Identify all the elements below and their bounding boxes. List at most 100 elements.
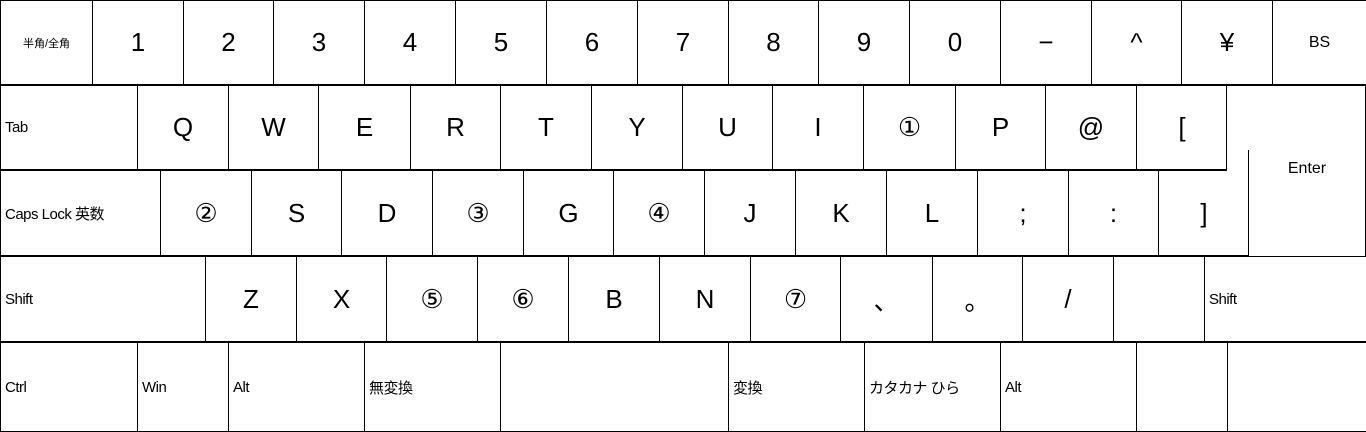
key-label: 9 (856, 27, 872, 57)
key-circled-2[interactable]: ② (160, 170, 252, 256)
key-circled-1[interactable]: ① (863, 85, 956, 170)
key-label: Ctrl (5, 378, 27, 396)
key-shift[interactable]: Shift (0, 256, 206, 342)
key-label: ⑤ (420, 283, 444, 314)
enter-key-label: Enter (1287, 160, 1327, 177)
key-semicolon[interactable]: ; (977, 170, 1069, 256)
key-label: G (558, 197, 579, 228)
key-label: Tab (5, 119, 28, 136)
key-label: 5 (493, 27, 509, 57)
key-4[interactable]: 4 (364, 0, 456, 85)
key-hankaku-zenkaku[interactable]: 半角/全角 (0, 0, 93, 85)
key-caret[interactable]: ^ (1091, 0, 1182, 85)
key-minus[interactable]: − (1000, 0, 1092, 85)
key-slash[interactable]: / (1022, 256, 1114, 342)
key-circled-3[interactable]: ③ (432, 170, 524, 256)
key-alt[interactable]: Alt (1000, 342, 1137, 432)
key-q[interactable]: Q (137, 85, 229, 170)
key-colon[interactable]: : (1068, 170, 1159, 256)
key-period[interactable]: 。 (932, 256, 1023, 342)
key-2[interactable]: 2 (183, 0, 274, 85)
key-label: 6 (584, 27, 600, 57)
key-label: I (814, 112, 822, 142)
key-left-bracket[interactable]: [ (1136, 85, 1228, 170)
key-label: U (718, 112, 737, 142)
key-r[interactable]: R (410, 85, 501, 170)
key-comma[interactable]: 、 (840, 256, 933, 342)
key-7[interactable]: 7 (637, 0, 729, 85)
key-at[interactable]: @ (1045, 85, 1137, 170)
key-label: K (832, 197, 850, 228)
key-label: Caps Lock 英数 (5, 205, 105, 223)
key-circled-7[interactable]: ⑦ (750, 256, 841, 342)
key-label: 2 (221, 27, 236, 57)
enter-key-lower[interactable]: Enter (1248, 150, 1366, 257)
key-label: T (538, 112, 554, 142)
key-label: 。 (964, 285, 991, 316)
keyboard-row-top: Tab Q W E R T Y U I ① P @ [ (0, 85, 1366, 170)
key-label: BS (1308, 33, 1331, 51)
key-blank-4-8[interactable] (1136, 342, 1228, 432)
key-g[interactable]: G (523, 170, 614, 256)
key-caps-lock[interactable]: Caps Lock 英数 (0, 170, 161, 256)
key-label: 7 (675, 27, 691, 57)
key-b[interactable]: B (568, 256, 660, 342)
key-d[interactable]: D (341, 170, 433, 256)
key-blank-3-11[interactable] (1113, 256, 1205, 342)
key-9[interactable]: 9 (818, 0, 910, 85)
key-bs[interactable]: BS (1272, 0, 1366, 85)
key-label: 半角/全角 (22, 37, 71, 50)
key-label: カタカナ ひら (869, 379, 960, 397)
key-henkan[interactable]: 変換 (728, 342, 865, 432)
key-blank-4-4[interactable] (500, 342, 729, 432)
key-n[interactable]: N (659, 256, 751, 342)
key-circled-4[interactable]: ④ (613, 170, 705, 256)
key-0[interactable]: 0 (909, 0, 1001, 85)
key-muhenkan[interactable]: 無変換 (364, 342, 501, 432)
key-label: 4 (402, 27, 418, 57)
key-e[interactable]: E (318, 85, 411, 170)
key-x[interactable]: X (296, 256, 387, 342)
key-t[interactable]: T (500, 85, 592, 170)
key-label: P (991, 112, 1010, 142)
key-shift[interactable]: Shift (1204, 256, 1366, 342)
key-blank-4-9[interactable] (1227, 342, 1366, 432)
key-right-bracket[interactable]: ] (1158, 170, 1250, 256)
key-u[interactable]: U (682, 85, 773, 170)
key-yen[interactable]: ¥ (1181, 0, 1273, 85)
key-z[interactable]: Z (205, 256, 297, 342)
key-label: S (287, 197, 306, 228)
key-circled-6[interactable]: ⑥ (477, 256, 569, 342)
key-l[interactable]: L (886, 170, 978, 256)
key-p[interactable]: P (955, 85, 1046, 170)
key-w[interactable]: W (228, 85, 319, 170)
key-k[interactable]: K (795, 170, 887, 256)
key-j[interactable]: J (704, 170, 796, 256)
key-label: 無変換 (369, 379, 413, 397)
key-5[interactable]: 5 (455, 0, 547, 85)
key-circled-5[interactable]: ⑤ (386, 256, 478, 342)
key-i[interactable]: I (772, 85, 864, 170)
key-katakana-hiragana[interactable]: カタカナ ひら (864, 342, 1001, 432)
key-6[interactable]: 6 (546, 0, 638, 85)
key-s[interactable]: S (251, 170, 342, 256)
key-ctrl[interactable]: Ctrl (0, 342, 138, 432)
key-label: 、 (873, 285, 900, 316)
key-win[interactable]: Win (137, 342, 229, 432)
key-label: E (355, 112, 374, 142)
key-label: B (605, 283, 623, 314)
key-8[interactable]: 8 (728, 0, 819, 85)
key-alt[interactable]: Alt (228, 342, 365, 432)
key-label: W (261, 112, 286, 142)
key-label: @ (1077, 112, 1105, 142)
key-3[interactable]: 3 (273, 0, 365, 85)
key-label: Win (142, 378, 167, 396)
key-tab[interactable]: Tab (0, 85, 138, 170)
key-y[interactable]: Y (591, 85, 683, 170)
key-label: N (695, 283, 715, 314)
key-1[interactable]: 1 (92, 0, 184, 85)
